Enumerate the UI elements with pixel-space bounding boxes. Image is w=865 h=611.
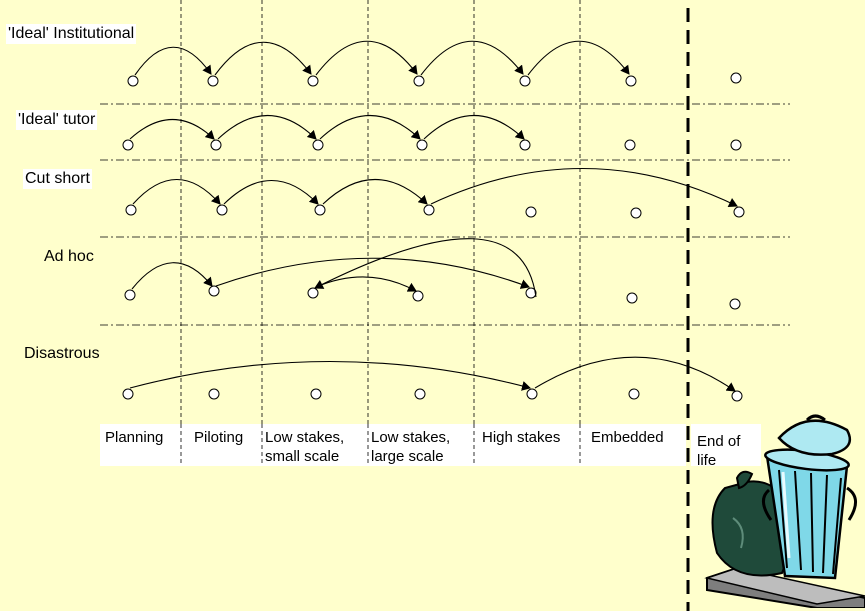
node bbox=[122, 139, 134, 151]
node bbox=[122, 388, 134, 400]
node bbox=[733, 206, 745, 218]
node bbox=[307, 287, 319, 299]
node bbox=[630, 207, 642, 219]
node bbox=[412, 290, 424, 302]
arrow bbox=[315, 40, 418, 76]
node bbox=[731, 390, 743, 402]
arrow bbox=[423, 114, 525, 140]
row-1-nodes bbox=[127, 72, 742, 87]
node bbox=[314, 204, 326, 216]
node bbox=[207, 75, 219, 87]
stage-label-planning: Planning bbox=[105, 429, 164, 446]
row-5-nodes bbox=[122, 388, 743, 402]
node bbox=[525, 287, 537, 299]
node bbox=[124, 289, 136, 301]
arrow bbox=[430, 167, 738, 207]
node bbox=[208, 388, 220, 400]
row-4-nodes bbox=[124, 285, 741, 310]
arrow bbox=[217, 114, 317, 140]
arrow bbox=[319, 114, 421, 140]
node bbox=[310, 388, 322, 400]
arrow bbox=[527, 40, 630, 76]
arrow bbox=[214, 41, 312, 76]
row-label-ideal-tutor: 'Ideal' tutor bbox=[16, 110, 98, 130]
stage-label-low-stakes-small: Low stakes,small scale bbox=[265, 429, 345, 465]
row-label-ideal-institutional: 'Ideal' Institutional bbox=[6, 24, 137, 44]
node bbox=[423, 204, 435, 216]
stage-label-low-stakes-large: Low stakes,large scale bbox=[371, 429, 451, 465]
node bbox=[729, 298, 741, 310]
arrow bbox=[534, 356, 736, 392]
node bbox=[730, 139, 742, 151]
arrow bbox=[131, 262, 213, 290]
row-label-ad-hoc: Ad hoc bbox=[44, 248, 94, 265]
node bbox=[730, 72, 742, 84]
stage-label-piloting: Piloting bbox=[194, 429, 244, 446]
node bbox=[216, 204, 228, 216]
trash-can-icon bbox=[704, 414, 865, 608]
arrow bbox=[420, 40, 524, 76]
node bbox=[626, 292, 638, 304]
node bbox=[526, 388, 538, 400]
row-label-disastrous: Disastrous bbox=[24, 345, 100, 362]
node bbox=[127, 75, 139, 87]
row-2-nodes bbox=[122, 139, 742, 151]
end-of-life-label-band bbox=[691, 424, 761, 466]
arrow bbox=[134, 46, 212, 76]
arrow bbox=[132, 179, 221, 205]
node bbox=[312, 139, 324, 151]
node bbox=[525, 206, 537, 218]
node bbox=[125, 204, 137, 216]
node bbox=[519, 75, 531, 87]
node bbox=[628, 388, 640, 400]
row-label-cut-short: Cut short bbox=[23, 169, 92, 189]
node bbox=[416, 139, 428, 151]
stage-dividers bbox=[180, 0, 581, 465]
arrow bbox=[314, 238, 537, 298]
row-3-nodes bbox=[125, 204, 745, 219]
node bbox=[624, 139, 636, 151]
transition-arrows bbox=[129, 40, 738, 392]
arrow bbox=[315, 276, 417, 292]
row-separators bbox=[100, 103, 790, 326]
node bbox=[208, 285, 220, 297]
node bbox=[307, 75, 319, 87]
arrow bbox=[215, 257, 530, 289]
arrow bbox=[129, 361, 531, 391]
stage-label-embedded: Embedded bbox=[591, 429, 664, 446]
stage-label-high-stakes: High stakes bbox=[482, 429, 561, 446]
arrow bbox=[223, 180, 319, 205]
stage-label-band bbox=[100, 424, 686, 466]
arrow bbox=[322, 178, 428, 205]
node bbox=[625, 75, 637, 87]
node bbox=[519, 139, 531, 151]
node bbox=[414, 388, 426, 400]
node bbox=[210, 139, 222, 151]
node bbox=[413, 75, 425, 87]
arrow bbox=[129, 119, 215, 140]
